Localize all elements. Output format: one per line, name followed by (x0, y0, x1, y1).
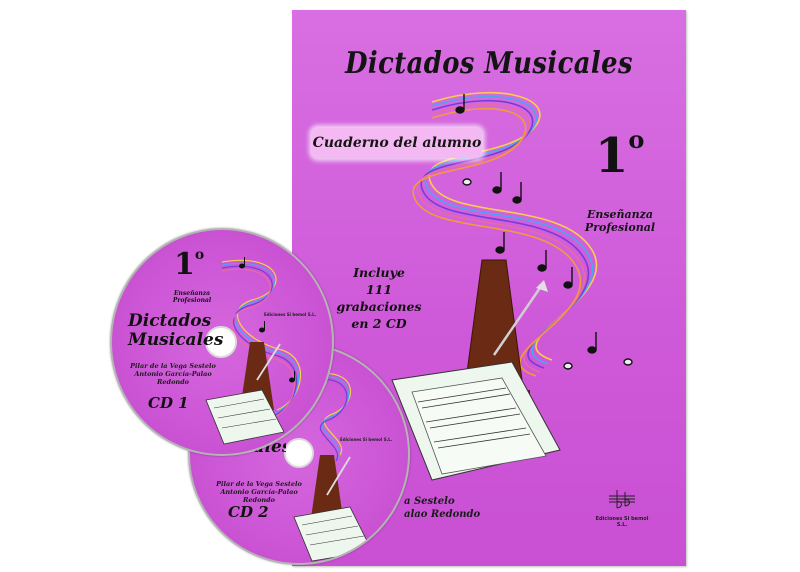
book-author2-partial: alao Redondo (404, 509, 481, 520)
sheet-music-icon (391, 361, 561, 481)
cd2-hole (284, 438, 314, 468)
cd1-artwork (205, 257, 301, 445)
cd1-title-line1: Dictados (128, 311, 212, 331)
music-staff-ribbon (391, 91, 633, 481)
publisher-name: Ediciones Si bemol S.L. (595, 516, 649, 528)
includes-recordings-label: Incluye 111 grabaciones en 2 CD (324, 264, 434, 332)
includes-line3: en 2 CD (351, 316, 407, 331)
cd1-level-line2: Profesional (172, 297, 212, 304)
cd1-author1: Pilar de la Vega Sestelo (130, 362, 216, 370)
cd1-grade-number: 1 (174, 247, 195, 282)
book-authors-partial: a Sestelo alao Redondo (404, 495, 524, 521)
cd1-authors: Pilar de la Vega Sestelo Antonio García-… (118, 362, 228, 386)
cd1-grade: 1o (174, 247, 205, 282)
grade-number: 1 (595, 128, 629, 184)
grade-label: 1o (595, 128, 644, 181)
cd1-author2: Antonio García-Palao Redondo (134, 370, 212, 386)
book-author1-partial: a Sestelo (404, 496, 455, 507)
cd2-author2: Antonio García-Palao Redondo (220, 488, 298, 504)
grade-ordinal: o (628, 125, 645, 154)
cd1-hole (205, 326, 237, 358)
cd1-label: CD 1 (148, 394, 189, 412)
cd2-artwork (293, 372, 373, 562)
cd1-level-line1: Enseñanza (173, 290, 211, 297)
publisher-logo-icon (609, 490, 635, 509)
cd2-sheet-music-icon (293, 506, 373, 562)
cd1-sheet-music-icon (205, 389, 285, 445)
cd2-authors: Pilar de la Vega Sestelo Antonio García-… (204, 480, 314, 504)
cd1-publisher: Ediciones Si bemol S.L. (264, 312, 317, 317)
cd2-author1: Pilar de la Vega Sestelo (216, 480, 302, 488)
level-line2: Profesional (584, 221, 656, 234)
cd-1: 1o Enseñanza Profesional Dictados Musica… (110, 228, 334, 456)
cd2-metronome-icon (310, 455, 351, 525)
publisher-logo: Ediciones Si bemol S.L. (592, 488, 652, 528)
student-notebook-badge: Cuaderno del alumno (312, 128, 482, 158)
book-title: Dictados Musicales (345, 46, 633, 81)
cd1-title-line2: Musicales (128, 330, 224, 350)
includes-line2: 111 grabaciones (336, 282, 422, 314)
cd1-grade-ordinal: o (194, 247, 205, 263)
cd1-level: Enseñanza Profesional (162, 290, 222, 304)
cd2-label: CD 2 (228, 503, 269, 521)
cd2-publisher: Ediciones Si bemol S.L. (340, 437, 393, 442)
cd1-title: Dictados Musicales (128, 312, 223, 350)
level-line1: Enseñanza (586, 208, 654, 221)
level-label: Enseñanza Profesional (570, 208, 670, 234)
includes-line1: Incluye (353, 265, 405, 280)
